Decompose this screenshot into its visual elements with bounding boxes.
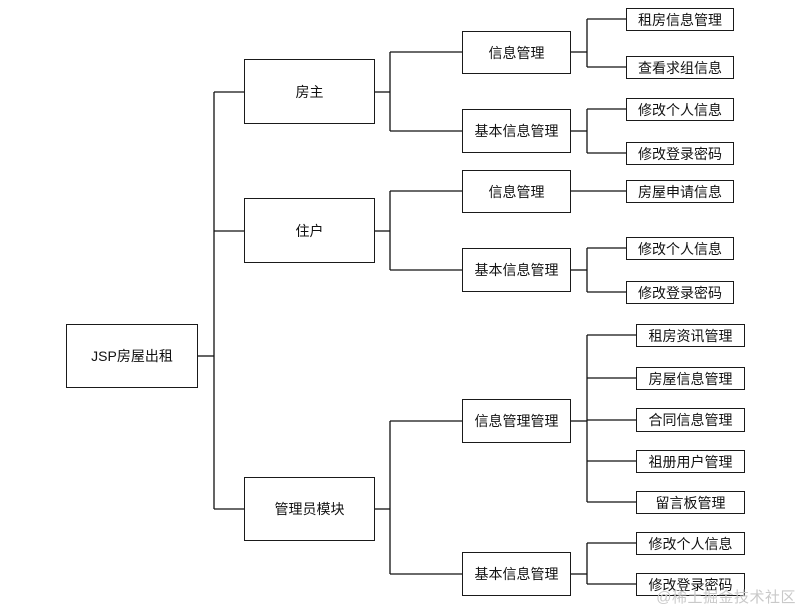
leaf-label: 祖册用户管理 xyxy=(648,453,733,470)
leaf-label: 租房资讯管理 xyxy=(648,327,733,344)
landlord-info-node: 信息管理 xyxy=(462,31,571,74)
leaf-node: 查看求组信息 xyxy=(626,56,734,79)
admin-info-node: 信息管理管理 xyxy=(462,399,571,443)
landlord-label: 房主 xyxy=(295,83,324,100)
leaf-label: 合同信息管理 xyxy=(648,412,733,428)
landlord-info-label: 信息管理 xyxy=(488,44,545,61)
leaf-label: 房屋申请信息 xyxy=(638,183,722,200)
leaf-node: 祖册用户管理 xyxy=(636,450,745,473)
tenant-label: 住户 xyxy=(295,222,324,239)
leaf-node: 合同信息管理 xyxy=(636,408,745,432)
tenant-basic-label: 基本信息管理 xyxy=(474,262,559,278)
leaf-node: 租房信息管理 xyxy=(626,8,734,31)
leaf-node: 修改登录密码 xyxy=(626,281,734,304)
leaf-label: 修改登录密码 xyxy=(638,284,722,301)
landlord-basic-node: 基本信息管理 xyxy=(462,109,571,153)
watermark-text: @稀土掘金技术社区 xyxy=(656,589,796,606)
leaf-node: 留言板管理 xyxy=(636,491,745,514)
leaf-node: 房屋信息管理 xyxy=(636,367,745,390)
root-node: JSP房屋出租 xyxy=(66,324,198,388)
leaf-node: 修改个人信息 xyxy=(626,98,734,121)
tenant-info-node: 信息管理 xyxy=(462,170,571,213)
tenant-node: 住户 xyxy=(244,198,375,263)
leaf-label: 修改个人信息 xyxy=(638,240,722,257)
admin-basic-node: 基本信息管理 xyxy=(462,552,571,596)
leaf-label: 查看求组信息 xyxy=(638,59,722,76)
leaf-node: 修改个人信息 xyxy=(636,532,745,555)
leaf-node: 租房资讯管理 xyxy=(636,324,745,347)
leaf-label: 房屋信息管理 xyxy=(648,370,733,387)
leaf-label: 修改登录密码 xyxy=(648,576,733,593)
landlord-node: 房主 xyxy=(244,59,375,124)
admin-node: 管理员模块 xyxy=(244,477,375,541)
leaf-node: 房屋申请信息 xyxy=(626,180,734,203)
admin-info-label: 信息管理管理 xyxy=(474,413,559,429)
admin-label: 管理员模块 xyxy=(274,501,345,517)
leaf-label: 租房信息管理 xyxy=(638,11,722,28)
leaf-label: 修改个人信息 xyxy=(648,535,733,552)
tenant-info-label: 信息管理 xyxy=(488,183,545,200)
root-label: JSP房屋出租 xyxy=(91,348,173,364)
leaf-node: 修改登录密码 xyxy=(636,573,745,596)
admin-basic-label: 基本信息管理 xyxy=(474,566,559,582)
tenant-basic-node: 基本信息管理 xyxy=(462,248,571,292)
landlord-basic-label: 基本信息管理 xyxy=(474,123,559,139)
leaf-label: 修改登录密码 xyxy=(638,145,722,162)
leaf-label: 留言板管理 xyxy=(655,494,726,511)
leaf-node: 修改登录密码 xyxy=(626,142,734,165)
leaf-node: 修改个人信息 xyxy=(626,237,734,260)
leaf-label: 修改个人信息 xyxy=(638,101,722,118)
